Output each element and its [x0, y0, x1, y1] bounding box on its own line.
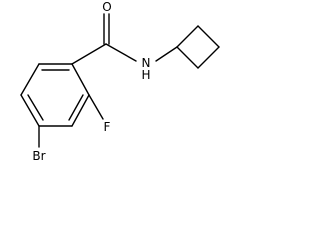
fluorine-label: F [104, 120, 111, 134]
oxygen-label: O [102, 0, 111, 14]
bond-nitrogen-cyclobutyl [155, 46, 178, 62]
cyclobutane-ring [176, 25, 220, 69]
ring-bond-c2-c3 [20, 63, 40, 96]
ring-double-bond-c3-c4 [27, 94, 44, 121]
ring-bond-c6-c1 [71, 63, 90, 96]
cyclobutane-bond-4 [176, 46, 199, 69]
bond-carbonyl-nitrogen [105, 43, 137, 62]
benzene-ring [20, 63, 90, 127]
ring-bond-c3-c4 [20, 94, 40, 127]
cyclobutane-bond-3 [197, 46, 220, 69]
nitrogen-label: N [142, 56, 151, 70]
chemical-structure: O N H F Br [20, 0, 220, 163]
bromine-label: Br [32, 149, 45, 163]
ring-bond-c5-c6 [71, 94, 90, 127]
hydrogen-label: H [141, 68, 150, 82]
ring-double-bond-c5-c6 [68, 94, 84, 121]
cyclobutane-bond-2 [197, 25, 220, 48]
cyclobutane-bond-1 [176, 25, 199, 48]
bond-ring-carbonyl [71, 43, 107, 65]
bond-ring-fluorine [88, 94, 104, 120]
